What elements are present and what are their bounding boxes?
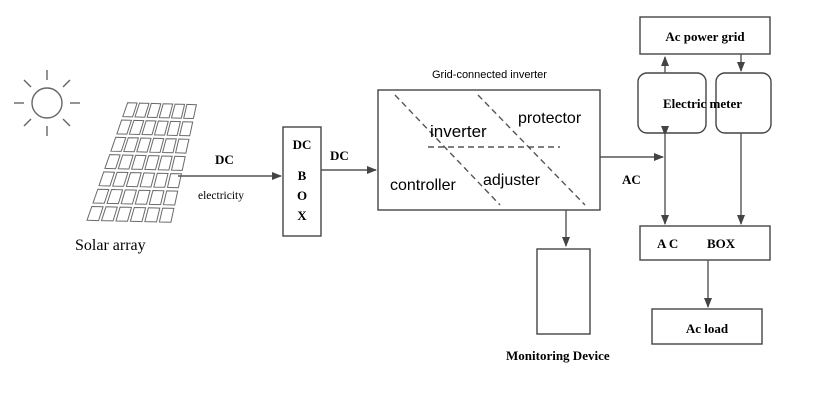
protector-label: protector xyxy=(518,110,582,127)
solar-panel-cell xyxy=(136,137,152,153)
solar-panel-cell xyxy=(139,172,156,188)
solar-panel-cell xyxy=(106,188,124,205)
solar-panel-cell xyxy=(157,155,173,171)
solar-panel-cell xyxy=(112,171,129,187)
solar-panel-cell xyxy=(130,154,147,170)
controller-label: controller xyxy=(390,177,456,194)
ac-box-label-left: A C xyxy=(657,236,678,251)
solar-panel-cell xyxy=(178,121,194,137)
solar-panel-cell xyxy=(100,206,118,222)
monitoring-device-label: Monitoring Device xyxy=(506,348,610,363)
solar-panel-cell xyxy=(146,102,162,119)
solar-panel-cell xyxy=(117,154,134,170)
ac-box xyxy=(639,225,771,261)
dc-label-right: DC xyxy=(330,148,349,163)
solar-panel-cell xyxy=(110,136,127,152)
solar-panel-cell xyxy=(149,137,165,153)
solar-panel-cell xyxy=(92,188,110,204)
solar-panel-cell xyxy=(166,120,182,137)
electricity-label: electricity xyxy=(198,190,244,202)
solar-panel-cell xyxy=(158,207,175,223)
solar-panel-cell xyxy=(134,102,150,118)
inverter-divider-left xyxy=(394,94,501,206)
dc-box xyxy=(282,126,322,237)
solar-panel-cell xyxy=(161,138,177,154)
solar-panel-cell xyxy=(144,155,160,171)
inverter-title: Grid-connected inverter xyxy=(432,69,547,81)
solar-panel-cell xyxy=(129,206,147,223)
inverter-label: inverter xyxy=(430,122,487,141)
ac-load-label: Ac load xyxy=(686,321,729,336)
monitoring-device-box xyxy=(536,248,591,335)
solar-array-label: Solar array xyxy=(75,237,146,254)
inverter-divider-right xyxy=(477,94,586,206)
solar-panel-cell xyxy=(170,155,186,171)
electric-meter-label: Electric meter xyxy=(663,96,742,111)
dc-box-label-top: DC xyxy=(293,137,312,152)
dc-box-letter-x: X xyxy=(297,208,307,223)
adjuster-label: adjuster xyxy=(483,172,541,189)
electric-meter-box-left xyxy=(637,72,707,134)
sun-icon xyxy=(14,70,80,136)
solar-panel-cell xyxy=(158,103,174,119)
solar-panel-cell xyxy=(162,190,179,206)
solar-panel-cell xyxy=(144,207,161,223)
ac-label: AC xyxy=(622,172,641,187)
solar-panel-cell xyxy=(115,206,133,222)
solar-panel-cell xyxy=(120,189,138,205)
solar-panel-cell xyxy=(86,205,104,222)
solar-panel-cell xyxy=(141,120,157,136)
solar-panel-cell xyxy=(183,103,198,120)
ac-load-box xyxy=(651,308,763,345)
solar-panel-cell xyxy=(153,120,169,136)
ac-power-grid-label: Ac power grid xyxy=(665,29,745,44)
solar-panel-cell xyxy=(125,172,142,188)
ac-power-grid-box xyxy=(639,16,771,55)
inverter-box xyxy=(377,89,601,211)
solar-panel-cell xyxy=(122,102,138,118)
ac-box-label-right: BOX xyxy=(707,236,736,251)
solar-panel-cell xyxy=(166,173,183,189)
solar-panel-cell xyxy=(174,138,190,154)
solar-panel-cell xyxy=(148,189,165,206)
solar-panel-cell xyxy=(104,154,121,170)
solar-panel-cell xyxy=(153,172,169,188)
solar-panel-cell xyxy=(116,119,133,135)
solar-panel-cell xyxy=(123,137,140,153)
dc-box-letter-o: O xyxy=(297,188,307,203)
solar-panel-cell xyxy=(128,119,145,136)
dc-box-letter-b: B xyxy=(298,168,307,183)
solar-panel-icon xyxy=(86,102,198,223)
solar-panel-cell xyxy=(170,103,186,119)
electric-meter-box-right xyxy=(715,72,772,134)
solar-panel-cell xyxy=(134,189,151,205)
dc-label-left: DC xyxy=(215,152,234,167)
solar-panel-cell xyxy=(98,171,116,187)
